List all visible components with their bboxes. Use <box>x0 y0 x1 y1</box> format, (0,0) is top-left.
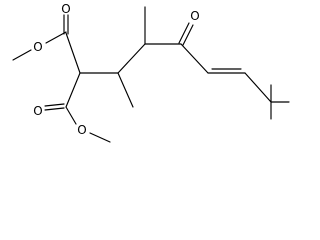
bond-alkene-to-tbutyl <box>244 72 272 103</box>
bond-bottom-c-o-double-a <box>44 107 65 111</box>
bond-top-ester-to-ch <box>65 32 81 74</box>
bond-top-methyl-o <box>12 49 32 61</box>
ester-bottom-ether-oxygen-label: O <box>77 123 86 137</box>
bond-bottom-c-o-double-b <box>44 103 65 107</box>
bond-ketone-to-alkene <box>180 43 209 74</box>
bond-top-o-c <box>45 31 67 44</box>
molecule-structure-diagram: O O O O O <box>12 2 290 143</box>
ester-bottom-carbonyl-oxygen-label: O <box>33 104 42 118</box>
bond-ch-to-bottom-ester <box>65 72 81 108</box>
ester-top-carbonyl-oxygen-label: O <box>61 2 70 16</box>
bond-ketone-double-a <box>178 22 190 44</box>
bond-c4-methyl <box>117 72 134 108</box>
bond-ketone-double-b <box>182 24 194 46</box>
bond-bottom-o-methyl <box>89 132 111 143</box>
bond-bottom-c-o <box>65 106 77 125</box>
ester-top-ether-oxygen-label: O <box>33 40 42 54</box>
ketone-oxygen-label: O <box>190 9 199 23</box>
bond-c4-to-c5 <box>117 43 146 74</box>
